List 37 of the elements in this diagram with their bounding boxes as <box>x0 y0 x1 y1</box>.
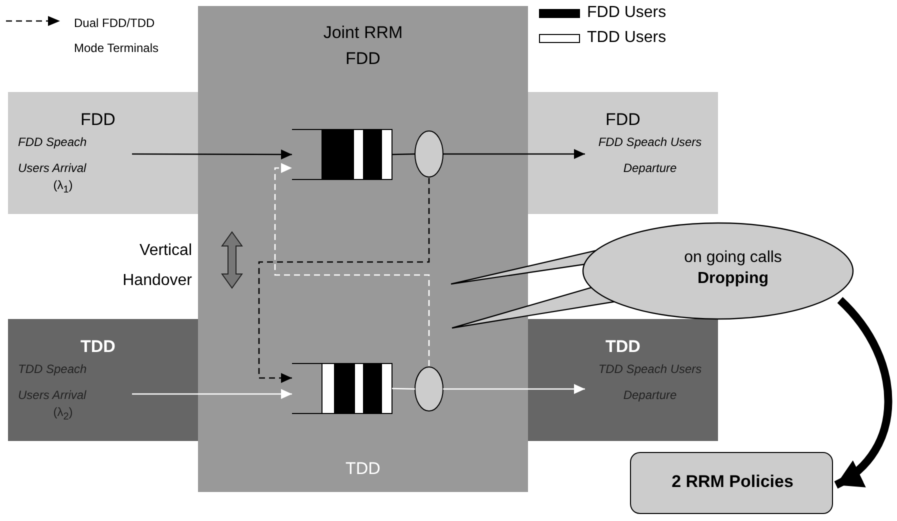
arrow <box>443 384 585 394</box>
region-box <box>8 319 198 441</box>
server-ellipse <box>414 130 444 178</box>
panel-title: Joint RRM FDD <box>322 22 404 70</box>
region-box <box>8 92 198 214</box>
box-heading: FDD <box>80 110 116 130</box>
process-box <box>630 452 833 514</box>
arrow <box>132 149 292 160</box>
arrow <box>443 149 585 159</box>
box-text: FDD Speach Users Departure <box>597 134 703 177</box>
connector-line <box>392 388 416 390</box>
box-label: 2 RRM Policies <box>670 472 794 492</box>
queue-drawing <box>292 363 392 414</box>
arrow <box>132 389 292 399</box>
connector-line <box>392 153 416 156</box>
box-heading: TDD <box>604 337 642 357</box>
legend-text: FDD Users <box>587 4 668 22</box>
panel-label: TDD <box>344 459 382 479</box>
callout-text: on going calls Dropping <box>683 248 783 289</box>
region-box <box>528 319 718 441</box>
box-heading: TDD <box>80 337 116 357</box>
legend-text: Dual FDD/TDD Mode Terminals <box>74 15 160 58</box>
box-heading: FDD <box>604 110 642 130</box>
rate-label: (λ$_{2}$) <box>52 406 74 423</box>
box-text: TDD Speach Users Arrival <box>18 361 88 404</box>
box-text: FDD Speach Users Arrival <box>18 134 88 177</box>
queue-drawing <box>292 129 392 180</box>
arrow <box>258 178 430 383</box>
server-ellipse <box>414 366 444 412</box>
text-label: Vertical Handover <box>122 241 192 291</box>
arrow <box>834 297 892 488</box>
region-box <box>528 92 718 214</box>
arrow <box>274 163 430 366</box>
box-text: TDD Speach Users Departure <box>597 361 703 404</box>
region-panel <box>198 6 528 492</box>
legend-text: TDD Users <box>587 29 668 48</box>
rate-label: (λ$_{1}$) <box>52 179 74 196</box>
